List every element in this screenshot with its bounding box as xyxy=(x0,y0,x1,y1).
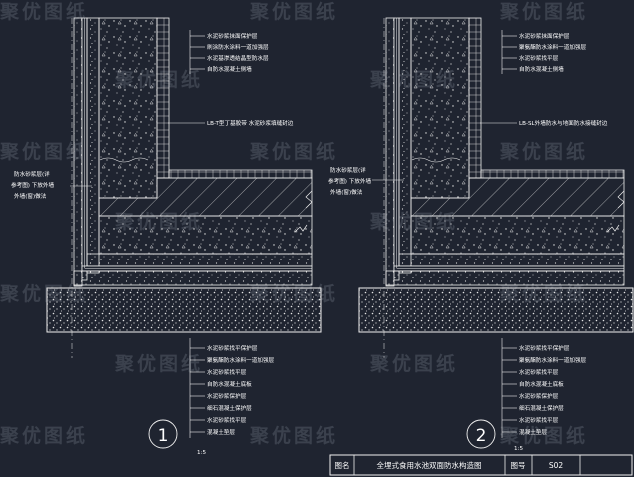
title-block-number: S02 xyxy=(549,461,564,470)
title-block-title: 全埋式食用水池双面防水构造图 xyxy=(377,460,482,470)
detail-2-lower-label: 水泥砂浆保护层 xyxy=(519,392,559,400)
detail-1-side-label: 防水砂浆层(详 xyxy=(14,170,50,178)
watermark: 聚优图纸 xyxy=(0,424,88,447)
detail-2-lower-label: 水泥砂浆找平层 xyxy=(519,416,559,424)
detail-2-side-label: 防水砂浆层(详 xyxy=(330,166,366,174)
watermark: 聚优图纸 xyxy=(249,424,338,447)
title-block-name-label: 图名 xyxy=(335,460,350,470)
detail-2-side-label: 参考图) 下放外墙 xyxy=(328,177,372,185)
detail-2-lower-label: 聚氨酯防水涂料一道加强层 xyxy=(519,356,587,364)
detail-1-lower-label: 细石混凝土保护层 xyxy=(207,404,252,412)
watermark: 聚优图纸 xyxy=(0,0,88,23)
detail-1-marker xyxy=(148,419,178,449)
title-block: 图名 全埋式食用水池双面防水构造图 图号 S02 xyxy=(329,454,633,476)
detail-2-upper-label: 聚氨酯防水涂料一道加强层 xyxy=(519,43,587,51)
watermark: 聚优图纸 xyxy=(499,0,588,23)
detail-2-number: 2 xyxy=(476,426,487,446)
watermark: 聚优图纸 xyxy=(249,0,338,23)
detail-2-lower-label: 自防水混凝土底板 xyxy=(519,380,564,388)
detail-1-lower-label: 水泥砂浆找平保护层 xyxy=(207,344,258,352)
detail-1: 水泥砂浆抹面保护层 刷涂防水涂料一道加强层 水泥基渗透结晶型防水层 自防水混凝土… xyxy=(11,17,322,456)
detail-2-lower-label: 水泥砂浆找平层 xyxy=(519,368,559,376)
detail-1-lower-label: 聚氨酯防水涂料一道加强层 xyxy=(207,356,275,364)
detail-1-scale: 1:5 xyxy=(197,450,206,456)
detail-1-anchor-label: LB-T型丁基胶带 水泥砂浆填缝封边 xyxy=(207,119,294,127)
detail-1-number: 1 xyxy=(158,426,169,446)
detail-1-lower-label: 混凝土垫层 xyxy=(207,428,235,436)
detail-1-lower-label: 自防水混凝土底板 xyxy=(207,380,252,388)
watermark: 聚优图纸 xyxy=(499,424,588,447)
title-block-frame xyxy=(329,454,633,476)
detail-2-upper-label: 水泥砂浆找平层 xyxy=(519,54,559,62)
watermark: 聚优图纸 xyxy=(499,140,588,163)
detail-1-side-label: 参考图) 下放外墙 xyxy=(11,181,55,189)
detail-1-lower-label: 水泥砂浆找平层 xyxy=(207,416,247,424)
watermark: 聚优图纸 xyxy=(369,352,458,375)
detail-2-marker xyxy=(466,419,496,449)
detail-2-upper-label: 自防水混凝土侧墙 xyxy=(519,65,564,73)
detail-2-section xyxy=(358,17,634,359)
detail-2: 水泥砂浆抹面保护层 聚氨酯防水涂料一道加强层 水泥砂浆找平层 自防水混凝土侧墙 … xyxy=(328,17,634,452)
detail-2-anchor-label: LB-SL外墙防水与地面防水接缝封边 xyxy=(519,119,608,127)
watermark: 聚优图纸 xyxy=(0,140,88,163)
detail-2-lower-label: 细石混凝土保护层 xyxy=(519,404,564,412)
detail-1-upper-label: 水泥砂浆抹面保护层 xyxy=(207,32,258,40)
detail-1-lower-label: 水泥砂浆保护层 xyxy=(207,392,247,400)
detail-2-lower-label: 水泥砂浆找平保护层 xyxy=(519,344,570,352)
detail-2-side-label: 外墙(窗)做法 xyxy=(330,188,363,196)
title-block-number-label: 图号 xyxy=(511,461,526,470)
detail-1-upper-label: 水泥基渗透结晶型防水层 xyxy=(207,54,269,62)
watermark: 聚优图纸 xyxy=(249,140,338,163)
detail-1-upper-label: 刷涂防水涂料一道加强层 xyxy=(207,43,269,51)
watermark: 聚优图纸 xyxy=(114,352,203,375)
detail-2-scale: 1:5 xyxy=(514,446,523,452)
detail-1-lower-label: 水泥砂浆找平层 xyxy=(207,368,247,376)
detail-1-side-label: 外墙(窗)做法 xyxy=(14,192,47,200)
detail-2-lower-label: 混凝土垫层 xyxy=(519,428,547,436)
detail-2-upper-label: 水泥砂浆抹面保护层 xyxy=(519,32,570,40)
detail-1-upper-label: 自防水混凝土侧墙 xyxy=(207,65,252,73)
